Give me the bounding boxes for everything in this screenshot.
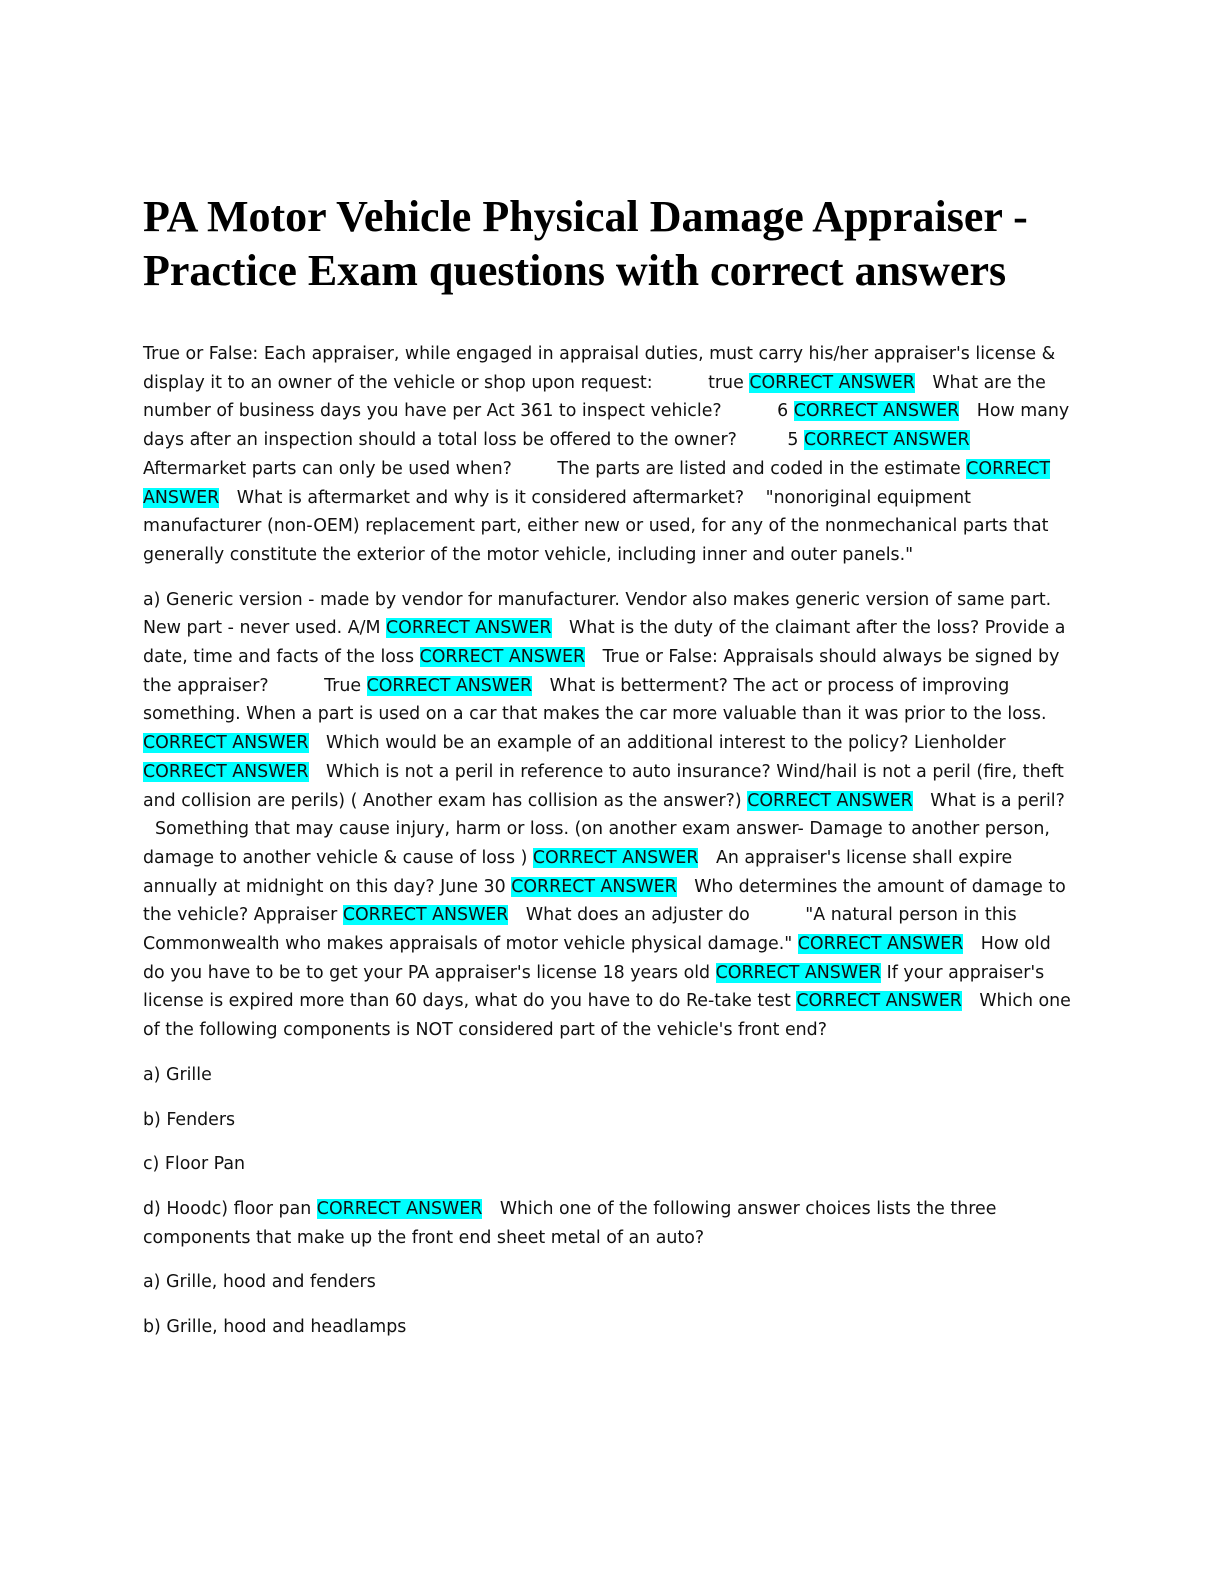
answer-text: 6 [777,401,789,422]
answer-text: Lienholder [913,733,1006,754]
answer-text: Something that may cause injury, harm or… [143,819,1050,868]
question-text: Which one of the following components is… [143,991,1071,1041]
correct-answer-highlight: CORRECT ANSWER [804,430,970,451]
question-text: How many days after an inspection should… [143,401,1070,451]
option-item: a) Grille [143,1064,212,1085]
option-item: b) Fenders [143,1109,236,1130]
correct-answer-highlight: CORRECT ANSWER [796,991,962,1012]
answer-text: Re-take test [685,991,791,1012]
answer-text: June 30 [440,876,506,897]
correct-answer-highlight: CORRECT ANSWER [316,1198,483,1219]
question-text: Who determines the amount of damage to t… [143,876,1066,926]
correct-answer-highlight: CORRECT ANSWER [511,876,677,897]
correct-answer-highlight: CORRECT ANSWER [747,790,913,811]
answer-text: 18 years old [602,962,711,983]
question-text: Which is not a peril in reference to aut… [326,761,771,782]
option-item: c) Floor Pan [143,1154,246,1175]
question-text: If your appraiser's license is expired m… [143,962,1045,1012]
question-text: What does an adjuster do [525,905,750,926]
answer-text: Provide a date, time and facts of the lo… [143,618,1066,668]
paragraph-1: True or False: Each appraiser, while eng… [143,340,1073,570]
answer-text: "nonoriginal equipment manufacturer (non… [143,487,1049,565]
correct-answer-highlight: CORRECT ANSWER [386,618,552,639]
answer-text: Appraiser [253,905,338,926]
answer-text: d) Hoodc) floor pan [143,1198,312,1219]
answer-text: Wind/hail is not a peril (fire, theft an… [143,761,1064,811]
correct-answer-highlight: CORRECT ANSWER [342,905,509,926]
question-text: What is betterment? [549,675,728,696]
correct-answer-highlight: CORRECT ANSWER [419,647,586,668]
option-item: b) Grille, hood and headlamps [143,1317,407,1338]
document-title: PA Motor Vehicle Physical Damage Apprais… [143,192,1028,295]
answer-text: The act or process of improving somethin… [143,675,1047,725]
question-text: Which would be an example of an addition… [326,733,909,754]
answer-text: The parts are listed and coded in the es… [557,458,961,479]
question-text: True or False: Each appraiser, while eng… [143,344,1056,393]
question-text: What is aftermarket and why is it consid… [236,487,745,508]
paragraph-3: d) Hoodc) floor pan CORRECT ANSWER Which… [143,1195,1073,1252]
question-text: What are the number of business days you… [143,372,1046,422]
correct-answer-highlight: CORRECT ANSWER [143,761,309,782]
correct-answer-highlight: CORRECT ANSWER [793,401,960,422]
correct-answer-highlight: CORRECT ANSWER [797,934,964,955]
answer-text: 5 [787,430,799,451]
question-text: An appraiser's license shall expire annu… [143,847,1013,897]
correct-answer-highlight: CORRECT ANSWER [532,847,699,868]
correct-answer-highlight: CORRECT ANSWER [749,372,915,393]
answer-text: a) Generic version - made by vendor for … [143,589,1052,639]
question-text: Aftermarket parts can only be used when? [143,458,512,479]
answer-text: true [708,372,744,393]
document-body: True or False: Each appraiser, while eng… [143,340,1073,1342]
question-text: What is a peril? [930,790,1065,811]
correct-answer-highlight: CORRECT ANSWER [366,675,533,696]
answer-text: "A natural person in this Commonwealth w… [143,905,1017,955]
correct-answer-highlight: CORRECT ANSWER [715,962,882,983]
document-page: PA Motor Vehicle Physical Damage Apprais… [143,190,1073,1358]
paragraph-2: a) Generic version - made by vendor for … [143,586,1073,1045]
answer-text: True [324,675,362,696]
question-text: How old do you have to be to get your PA… [143,934,1051,983]
correct-answer-highlight: CORRECT ANSWER [143,733,309,754]
question-text: Which one of the following answer choice… [143,1198,997,1248]
question-text: What is the duty of the claimant after t… [569,618,980,639]
question-text: True or False: Appraisals should always … [143,647,1060,696]
option-item: a) Grille, hood and fenders [143,1272,376,1293]
